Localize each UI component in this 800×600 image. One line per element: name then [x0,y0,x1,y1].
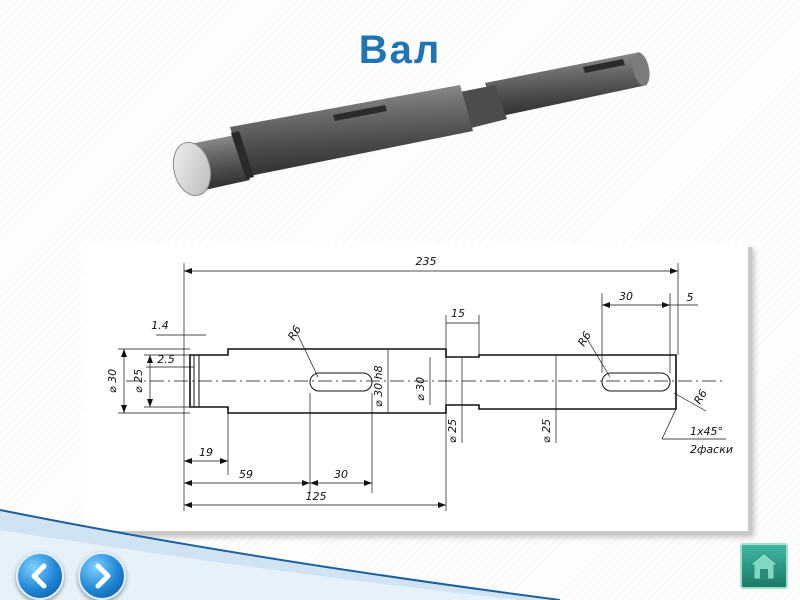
home-button[interactable] [740,543,788,589]
dim-radius-left: R6 [285,323,304,342]
dim-chamfer-note: 2фаски [690,443,733,456]
dim-radius-right: R6 [575,329,594,348]
dim-step-width: 15 [451,307,465,320]
dim-d30-left: ⌀ 30 [106,369,119,393]
shaft-3d-image [155,45,665,215]
dim-key-left-length: 30 [334,468,348,481]
dim-key-right-length: 30 [619,290,633,303]
dim-groove: 1.4 [151,319,169,332]
dim-d25-left: ⌀ 25 [132,369,145,393]
dim-d30-collar: ⌀ 30 [414,377,427,401]
chevron-left-icon [31,563,47,589]
dim-len-125: 125 [306,490,327,503]
dim-len-19: 19 [199,446,213,459]
dim-chamfer: 1x45° [690,425,723,438]
next-slide-button[interactable] [78,552,126,600]
decorative-swoosh [0,509,560,600]
dim-d30-key: ⌀ 30 h8 [372,365,385,407]
prev-slide-button[interactable] [16,552,64,600]
technical-drawing: 235 30 5 15 1.4 2.5 R6 R6 R6 ⌀ 30 ⌀ 25 ⌀… [86,243,748,531]
dim-d25-right: ⌀ 25 [540,419,553,443]
chevron-right-icon [95,563,111,589]
dim-end-offset: 5 [687,291,694,304]
dim-d25-neck: ⌀ 25 [446,419,459,443]
slide-title: Вал [358,28,442,72]
dim-len-59: 59 [239,468,253,481]
home-icon [748,552,780,580]
dim-total-length: 235 [416,255,437,268]
dim-radius-end: R6 [691,387,710,406]
dim-groove-width: 2.5 [157,353,175,366]
